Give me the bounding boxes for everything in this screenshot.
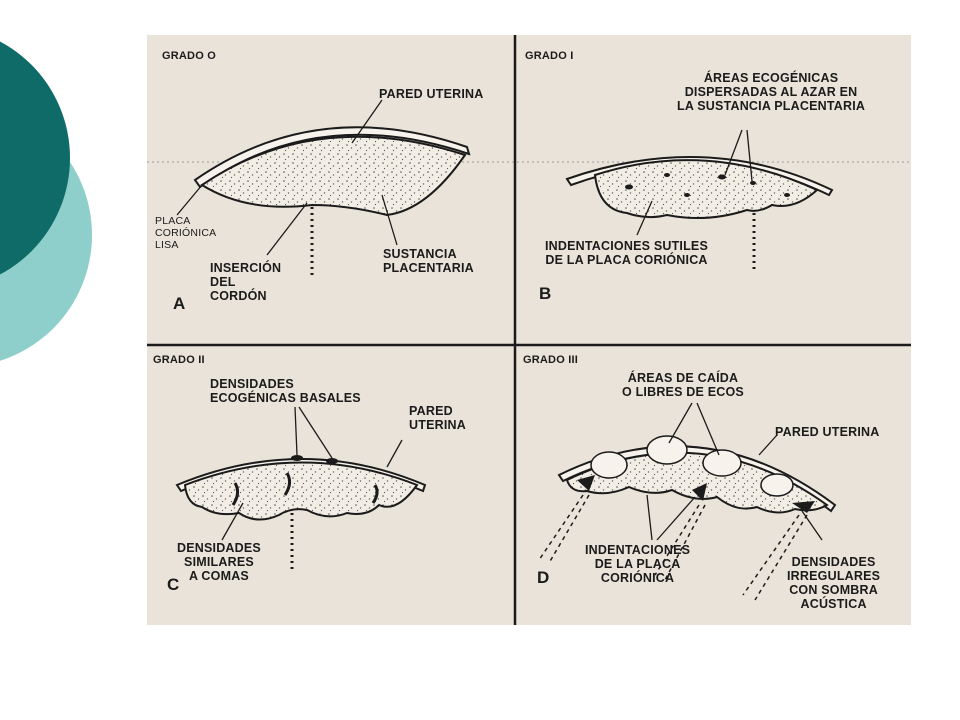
panel-d-pared-label: PARED UTERINA	[775, 425, 880, 439]
panel-c-comma	[283, 472, 292, 496]
panel-d-shadow	[664, 504, 706, 581]
panel-d-shadow	[742, 514, 800, 596]
panel-a-pointer-insercion	[266, 202, 308, 256]
panel-a-pointer-placa	[176, 184, 203, 216]
panel-c-basal-density	[291, 455, 303, 461]
panel-d-indent-label: INDENTACIONES DE LA PLACA CORIÓNICA	[585, 543, 691, 585]
panel-c-grade: GRADO II	[153, 354, 205, 366]
panel-b-echo-spot	[750, 181, 756, 185]
panel-a-letter: A	[173, 294, 186, 313]
panel-b-echo-spot	[625, 184, 633, 190]
panel-d-dens-label: DENSIDADES IRREGULARES CON SOMBRA ACÚSTI…	[787, 555, 881, 611]
panel-d-shadow	[548, 494, 590, 564]
panel-c-pointer-wall	[386, 439, 403, 468]
panel-b-pointer-areas	[746, 129, 753, 182]
panel-c-comma	[371, 484, 379, 504]
panel-b-echo-spot	[684, 193, 690, 197]
panel-d-pointer-indent	[646, 494, 653, 541]
panel-c-comas-label: DENSIDADES SIMILARES A COMAS	[177, 541, 261, 583]
figure-drawing	[147, 35, 911, 625]
panel-a-placa-label: PLACA CORIÓNICA LISA	[155, 215, 217, 251]
panel-c-placenta	[183, 461, 419, 521]
panel-d-shadow	[754, 514, 808, 601]
panel-a-drawing	[176, 99, 471, 275]
panel-d-echo-free-area	[646, 435, 688, 465]
panel-c-basal-density	[326, 458, 338, 464]
panel-d-placenta	[565, 451, 829, 514]
panel-c-pointer-comas	[221, 502, 244, 541]
panel-d-dense-wedge	[792, 501, 815, 513]
panel-b-drawing	[565, 129, 834, 270]
panel-d-pointer-areas	[668, 402, 693, 444]
panel-d-echo-free-area	[702, 449, 742, 477]
panel-d-shadow	[654, 504, 700, 576]
panel-a-pointer-wall	[351, 99, 383, 144]
panel-b-echo-spot	[718, 174, 726, 180]
panel-d-echo-free-area	[760, 473, 794, 497]
panel-b-indent-label: INDENTACIONES SUTILES DE LA PLACA CORIÓN…	[545, 239, 709, 267]
panel-c-drawing	[175, 406, 427, 570]
dark-teal-circle	[0, 41, 70, 275]
panel-a-grade: GRADO O	[162, 50, 216, 62]
panel-d-pointer-areas	[696, 402, 720, 456]
panel-a-pared-label: PARED UTERINA	[379, 87, 484, 101]
panel-a-insercion-label: INSERCIÓN DEL CORDÓN	[210, 261, 282, 303]
panel-d-pointer-dens	[801, 510, 823, 541]
panel-c-letter: C	[167, 575, 180, 594]
panel-c-pointer-basal	[294, 406, 298, 456]
panel-c-pointer-basal	[298, 406, 333, 459]
panel-d-pointer-indent	[656, 496, 696, 541]
panel-b-letter: B	[539, 284, 552, 303]
panel-b-grade: GRADO I	[525, 50, 574, 62]
panel-d-dense-wedge	[577, 475, 595, 491]
panel-a-placenta	[200, 135, 467, 217]
panel-b-pointer-areas	[724, 129, 743, 176]
panel-d-dense-wedge	[692, 483, 707, 501]
panel-b-echo-spot	[784, 193, 790, 197]
panel-c-comma	[231, 482, 240, 506]
panel-c-basal-label: DENSIDADES ECOGÉNICAS BASALES	[210, 377, 361, 405]
panel-b-pointer-indent	[636, 200, 653, 236]
panel-d-shadow	[538, 494, 584, 561]
panel-b-areas-label: ÁREAS ECOGÉNICAS DISPERSADAS AL AZAR EN …	[677, 71, 866, 113]
panel-d-areas-label: ÁREAS DE CAÍDA O LIBRES DE ECOS	[622, 371, 744, 399]
panel-a-pointer-sustancia	[381, 194, 398, 246]
panel-d-letter: D	[537, 568, 550, 587]
panel-d-echo-free-area	[590, 451, 628, 479]
placenta-grading-figure: GRADO O PARED UTERINA PLACA CORIÓNICA LI…	[147, 35, 911, 625]
panel-a-sustancia-label: SUSTANCIA PLACENTARIA	[383, 247, 474, 275]
panel-d-pointer-wall	[758, 434, 778, 456]
panel-c-pared-label: PARED UTERINA	[409, 404, 466, 432]
panel-d-grade: GRADO III	[523, 354, 578, 366]
panel-b-echo-spot	[664, 173, 670, 177]
panel-d-drawing	[538, 402, 837, 601]
